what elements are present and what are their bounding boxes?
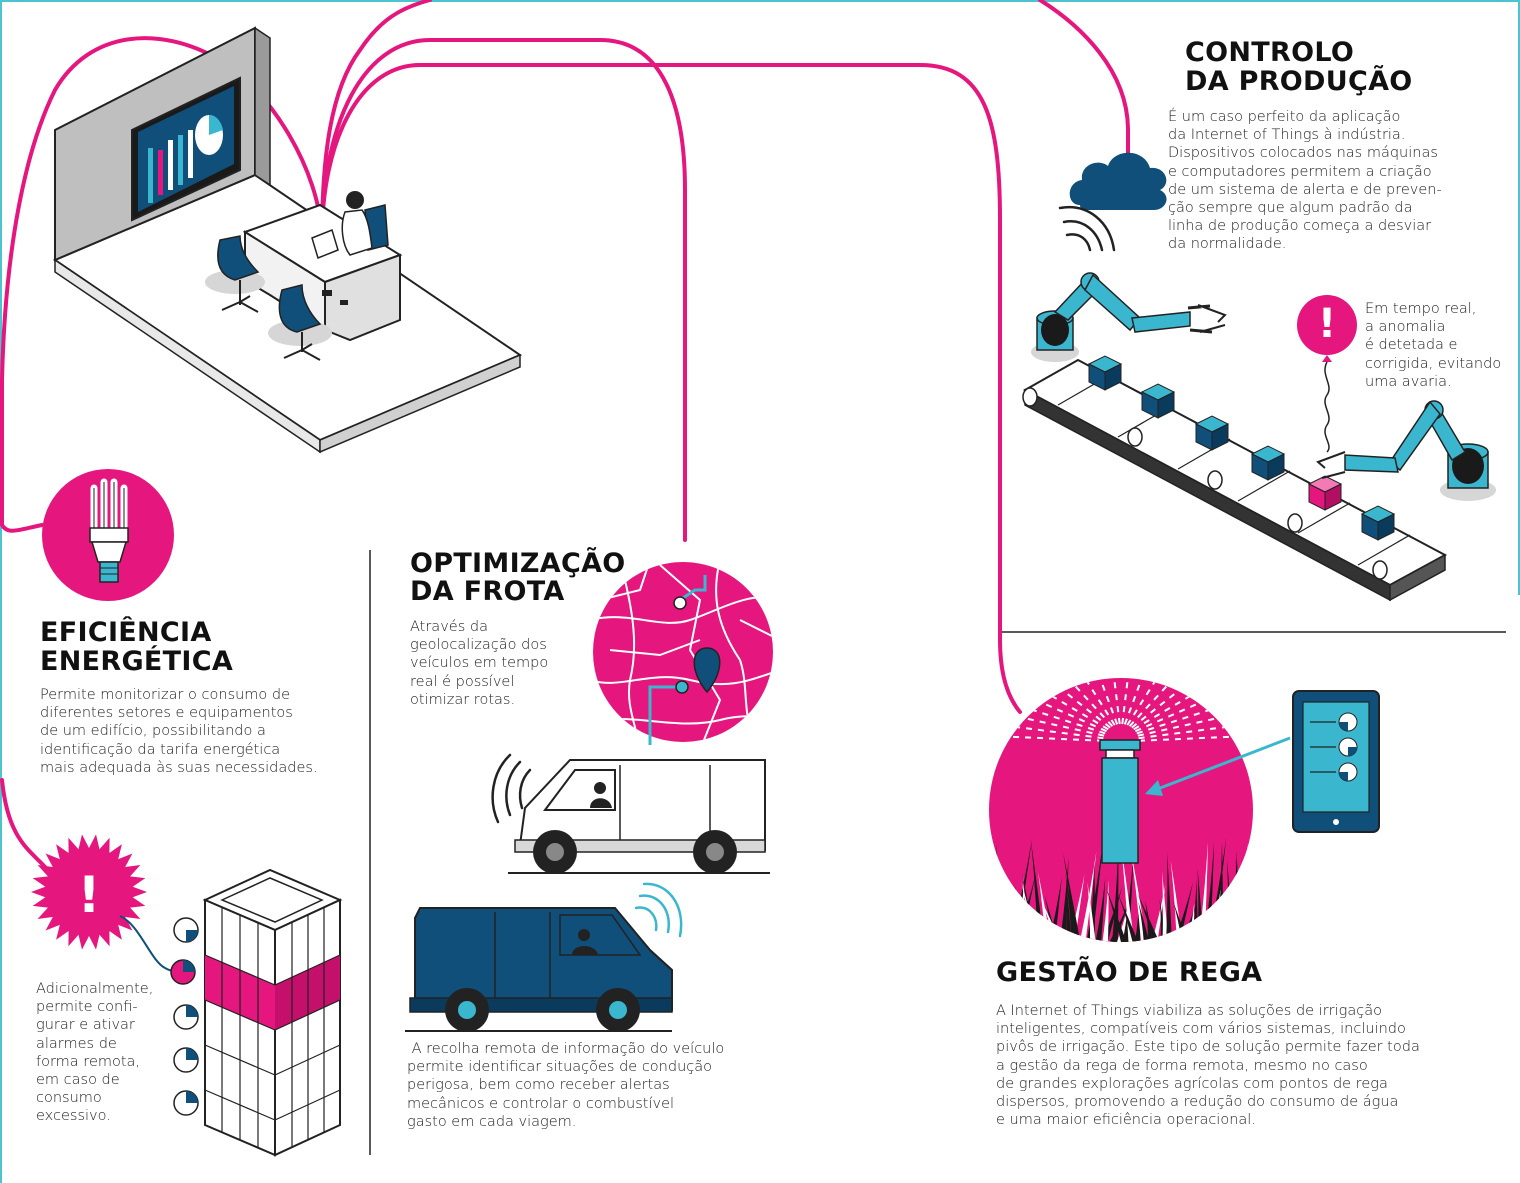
sprinkler-icon xyxy=(1099,739,1141,864)
building-illustration xyxy=(202,868,343,1157)
irrigation-circle xyxy=(989,678,1269,945)
anomaly-text: Em tempo real, a anomalia é detetada e c… xyxy=(1365,301,1502,390)
van-white xyxy=(491,753,770,874)
alarm-connector xyxy=(119,915,184,973)
grass-blade xyxy=(1094,877,1106,942)
grass-blade xyxy=(1235,858,1252,942)
link-alarm xyxy=(0,778,48,870)
fleet-map xyxy=(593,562,773,745)
spray-line xyxy=(1110,678,1121,725)
spray-line xyxy=(1021,678,1109,731)
grass-blade xyxy=(1065,882,1072,942)
grass-blade xyxy=(990,843,997,942)
grass-blade xyxy=(989,874,993,942)
grass-blade xyxy=(1089,860,1096,942)
robot-signal-icon xyxy=(1058,205,1116,252)
van-icon xyxy=(405,882,683,1032)
lightbulb-badge xyxy=(42,469,174,601)
grass-blade xyxy=(1223,899,1246,942)
link-irrigation xyxy=(320,63,1022,714)
product-boxes xyxy=(1087,355,1396,541)
grass-blade xyxy=(1239,893,1253,942)
robot-arm-icon xyxy=(1031,272,1227,362)
wall-screen xyxy=(131,76,241,222)
building-gauges xyxy=(170,917,199,1116)
spray-line xyxy=(1090,678,1119,725)
spray-line xyxy=(1123,678,1152,725)
section-title-rega: GESTÃO DE REGA xyxy=(996,957,1263,988)
spray-line xyxy=(1071,678,1116,726)
cloud-icon xyxy=(1069,152,1167,210)
spray-line xyxy=(1133,678,1221,731)
section-title-frota: OPTIMIZAÇÃO DA FROTA xyxy=(410,548,626,607)
section-text-rega: A Internet of Things viabiliza as soluçõ… xyxy=(996,1003,1420,1129)
alert-mark-production: ! xyxy=(1317,301,1337,347)
section-title-eficiencia: EFICIÊNCIA ENERGÉTICA xyxy=(40,617,234,677)
alert-icon xyxy=(1297,295,1357,453)
link-fleet xyxy=(320,38,687,542)
grass-blade xyxy=(1120,844,1135,942)
remote-info-text: A recolha remota de informação do veícul… xyxy=(407,1041,725,1130)
alert-burst xyxy=(31,834,147,950)
grass-blade xyxy=(1260,892,1269,945)
spray-line xyxy=(1121,678,1132,725)
grass-blade xyxy=(1117,893,1140,942)
spray-line xyxy=(1053,678,1114,727)
grass-blade xyxy=(1166,852,1172,942)
link-cloud xyxy=(1038,0,1130,162)
conveyor-belt xyxy=(1022,358,1448,602)
grass-blade xyxy=(1242,869,1253,942)
grass-blade xyxy=(1238,879,1245,942)
alert-mark-energy: ! xyxy=(77,866,101,924)
tablet-icon xyxy=(1145,690,1380,833)
office-illustration xyxy=(52,26,523,454)
grass-blade xyxy=(1102,879,1109,942)
section-text-controlo: É um caso perfeito da aplicação da Inter… xyxy=(1168,109,1442,253)
grass-blade xyxy=(1137,893,1161,942)
alarm-text: Adicionalmente, permite confi- gurar e a… xyxy=(36,981,154,1125)
section-text-frota: Através da geolocalização dos veículos e… xyxy=(410,619,549,708)
grass-blade xyxy=(1105,886,1128,942)
section-text-eficiencia: Permite monitorizar o consumo de diferen… xyxy=(40,687,318,776)
grass-blade xyxy=(1000,899,1007,942)
spray-line xyxy=(1126,678,1171,726)
grass-blade xyxy=(1236,883,1253,942)
grass-blade xyxy=(989,865,990,942)
map-pin-icon xyxy=(693,647,721,694)
grass-blade xyxy=(1059,857,1069,942)
robot-arm-right xyxy=(1316,400,1496,501)
grass-blade xyxy=(1087,882,1097,942)
section-title-controlo: CONTROLO DA PRODUÇÃO xyxy=(1185,37,1413,97)
link-top xyxy=(320,0,432,240)
grass-blade xyxy=(1063,853,1081,942)
spray-line xyxy=(1128,678,1189,727)
grass-blade xyxy=(1138,901,1150,942)
grass-blade xyxy=(995,885,1010,942)
grass-blade xyxy=(1150,884,1166,942)
lightbulb-icon xyxy=(89,478,129,583)
